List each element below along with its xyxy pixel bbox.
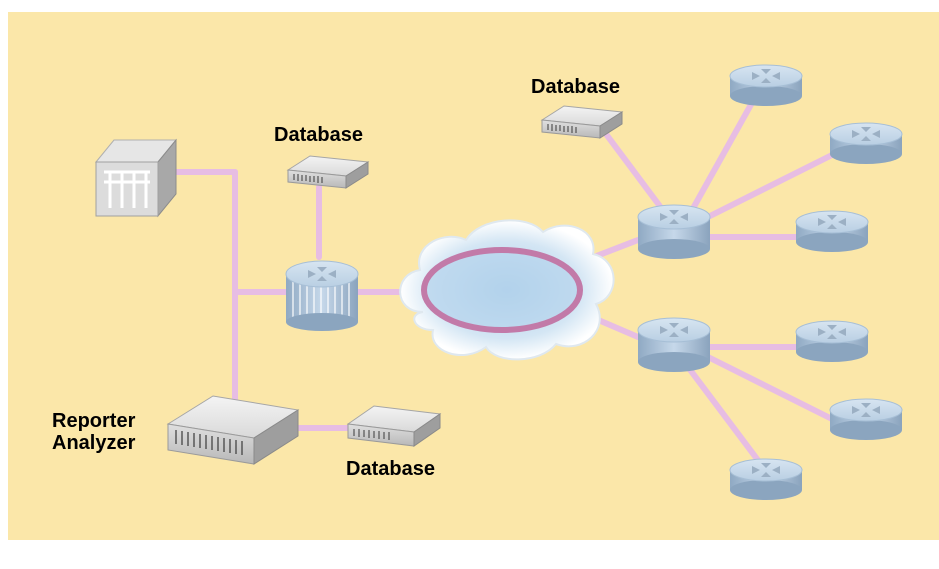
hub-router-icon [285,260,359,331]
router-icon-upper-hub [637,204,711,259]
link-router-upper-r2 [705,149,841,220]
router-icon [729,64,803,106]
network-diagram: Database Database Database Reporter Anal… [8,12,939,540]
router-icon [829,398,903,440]
server-icon-top-center [286,155,370,189]
router-icon [829,122,903,164]
reporter-analyzer-label-line2: Analyzer [52,432,136,454]
database-label-top-right: Database [531,76,620,98]
server-icon-bottom [346,405,442,447]
diagram-svg [94,64,903,500]
network-links [173,89,841,470]
link-db-router-upper [600,127,671,220]
link-router-lower-r5 [705,354,841,425]
server-icon-top-right [540,105,624,139]
network-cloud-icon [399,219,615,361]
router-icon-lower-hub [637,317,711,372]
reporter-analyzer-label-line1: Reporter [52,410,136,432]
database-label-top-center: Database [274,124,363,146]
link-router-upper-r1 [688,89,761,215]
database-label-bottom: Database [346,458,435,480]
reporter-analyzer-icon [166,395,300,465]
firewall-icon [94,138,178,218]
router-icon [795,210,869,252]
link-router-lower-r6 [685,364,766,470]
router-icon [729,458,803,500]
router-icon [795,320,869,362]
